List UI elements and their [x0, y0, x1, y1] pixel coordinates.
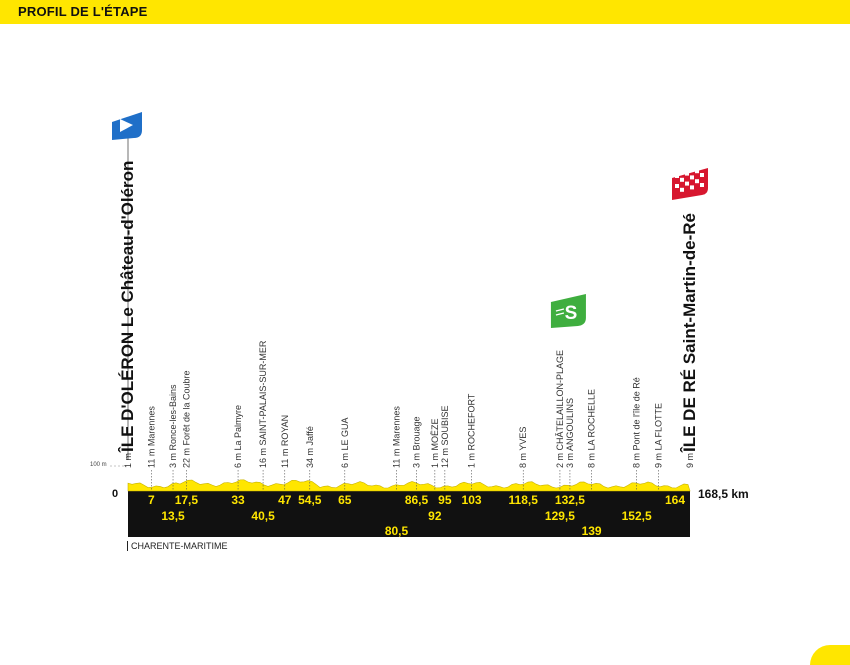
km-label: 132,5: [555, 493, 585, 507]
zero-km-label: 0: [112, 488, 119, 500]
sprint-badge-icon: [550, 294, 586, 328]
header-corner: [832, 0, 850, 22]
checker-square: [690, 175, 694, 180]
checker-square: [700, 183, 704, 187]
finish-city-label: ÎLE DE RÉ Saint-Martin-de-Ré: [680, 213, 699, 453]
point-label: 3 m Ronce-les-Bains: [168, 384, 178, 468]
page-title: PROFIL DE L'ÉTAPE: [18, 4, 148, 19]
altitude-reference-label: 100 m: [90, 462, 107, 468]
km-label: 54,5: [298, 493, 322, 507]
start-city-label: ÎLE D'OLÉRON Le Château-d'Oléron: [118, 161, 137, 453]
point-label: 11 m Marennes: [391, 406, 401, 468]
point-label: 6 m LE GUA: [340, 417, 350, 468]
profile-base-band: [128, 491, 690, 537]
bottom-right-decoration: [810, 645, 850, 665]
km-label: 152,5: [622, 509, 652, 523]
total-distance-label: 168,5 km: [698, 487, 749, 501]
point-label: 2 m CHÂTELAILLON-PLAGE: [555, 350, 565, 468]
sprint-badge-label: S: [565, 303, 578, 324]
km-label: 95: [438, 493, 452, 507]
point-label: 9 m LA FLOTTE: [653, 403, 663, 468]
point-label: 8 m LA ROCHELLE: [587, 389, 597, 468]
km-label: 103: [462, 493, 482, 507]
point-label: 3 m Brouage: [412, 416, 422, 468]
sprint-speed-line: [555, 308, 565, 312]
km-label: 17,5: [175, 493, 199, 507]
point-label: 11 m ROYAN: [280, 415, 290, 468]
checker-square: [700, 173, 704, 177]
point-label: 1 m MOËZE: [430, 418, 440, 468]
profile-terrain: [127, 479, 691, 492]
header-bar: [0, 0, 850, 24]
km-label: 92: [428, 509, 442, 523]
checker-square: [680, 187, 684, 192]
finish-altitude-label: 9 m: [685, 453, 695, 468]
start-altitude-label: 1 m: [123, 453, 133, 468]
checker-square: [685, 181, 689, 186]
checker-square: [695, 169, 699, 174]
region-label: CHARENTE-MARITIME: [127, 541, 228, 551]
finish-flag-icon: [672, 168, 708, 200]
checker-square: [680, 177, 684, 182]
km-label: 86,5: [405, 493, 429, 507]
km-label: 164: [665, 493, 685, 507]
km-label: 65: [338, 493, 352, 507]
checker-square: [675, 184, 679, 188]
start-play-icon: [120, 119, 133, 132]
point-label: 8 m YVES: [518, 427, 528, 468]
point-label: 11 m Marennes: [146, 406, 156, 468]
km-label: 13,5: [161, 509, 185, 523]
point-label: 34 m Jaffé: [305, 426, 315, 468]
km-label: 47: [278, 493, 292, 507]
checker-square: [695, 179, 699, 184]
checker-square: [685, 171, 689, 176]
km-label: 7: [148, 493, 155, 507]
point-label: 6 m La Palmyre: [233, 405, 243, 468]
point-label: 16 m SAINT-PALAIS-SUR-MER: [258, 340, 268, 468]
point-label: 8 m Pont de l'île de Ré: [632, 377, 642, 468]
km-label: 118,5: [509, 493, 539, 507]
point-label: 3 m ANGOULINS: [565, 398, 575, 468]
km-label: 80,5: [385, 524, 409, 538]
km-label: 129,5: [545, 509, 575, 523]
checker-square: [675, 174, 679, 178]
km-label: 33: [231, 493, 245, 507]
km-label: 40,5: [251, 509, 275, 523]
checker-square: [690, 185, 694, 190]
sprint-speed-line: [555, 312, 565, 316]
point-label: 1 m ROCHEFORT: [467, 393, 477, 468]
km-label: 139: [582, 524, 602, 538]
point-label: 22 m Forêt de la Coubre: [181, 370, 191, 468]
point-label: 12 m SOUBISE: [440, 405, 450, 468]
